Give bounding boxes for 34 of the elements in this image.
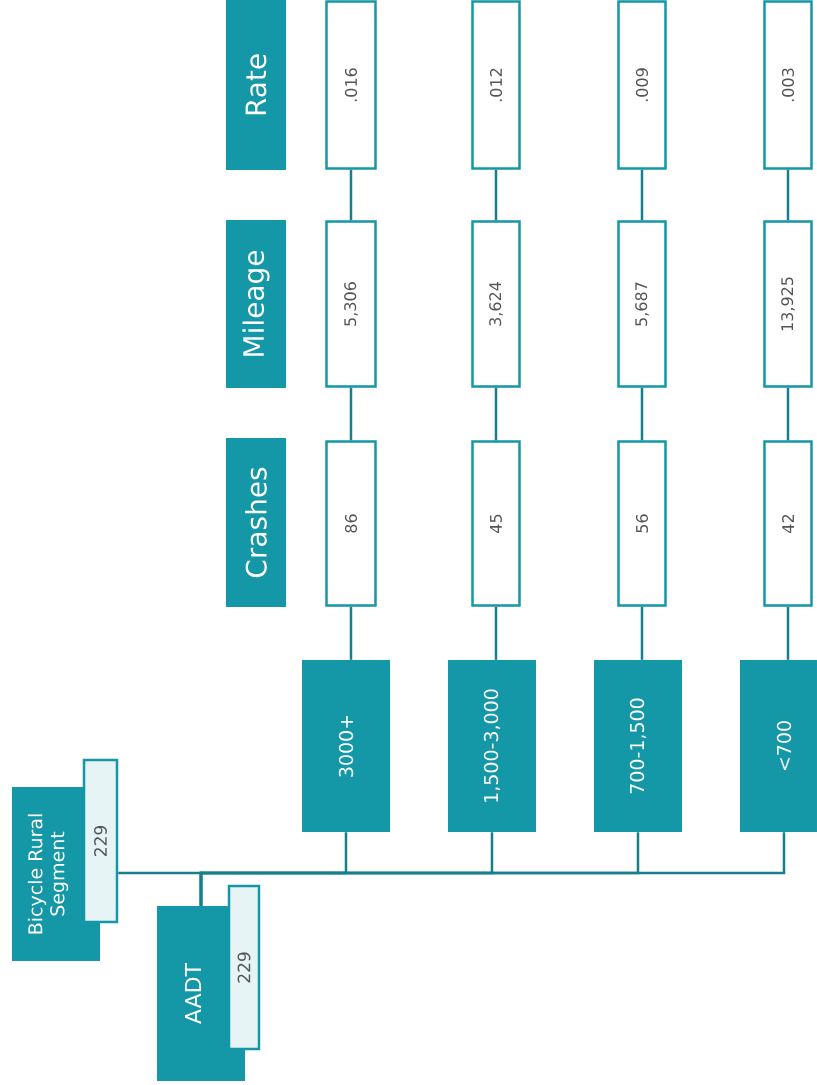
connector-line	[494, 169, 498, 221]
category-box: <700	[740, 660, 817, 832]
connector-line	[640, 387, 644, 441]
count-box: 229	[82, 758, 119, 924]
value-box: 42	[763, 440, 813, 607]
connector-line	[786, 169, 790, 221]
connector-line	[786, 606, 790, 660]
header-box: Crashes	[226, 438, 286, 607]
value-box: .012	[471, 0, 521, 170]
value-box: 5,687	[617, 220, 667, 388]
connector-line	[494, 387, 498, 441]
value-box: 5,306	[325, 220, 377, 388]
value-box: .003	[763, 0, 813, 170]
value-box: 86	[325, 440, 377, 607]
connector-line	[640, 169, 644, 221]
category-box: 3000+	[302, 660, 390, 832]
header-box: Rate	[226, 0, 286, 170]
header-box: Mileage	[226, 220, 286, 388]
connector-line	[199, 832, 786, 906]
category-box: 1,500-3,000	[448, 660, 536, 832]
connector-line	[349, 606, 353, 660]
connector-line	[786, 387, 790, 441]
value-box: .009	[617, 0, 667, 170]
value-box: 56	[617, 440, 667, 607]
category-box: 700-1,500	[594, 660, 682, 832]
value-box: 45	[471, 440, 521, 607]
connector-line	[349, 169, 353, 221]
connector-line	[494, 606, 498, 660]
value-box: 13,925	[763, 220, 813, 388]
connector-line	[640, 606, 644, 660]
connector-line	[349, 387, 353, 441]
count-box: 229	[227, 884, 261, 1051]
value-box: .016	[325, 0, 377, 170]
value-box: 3,624	[471, 220, 521, 388]
